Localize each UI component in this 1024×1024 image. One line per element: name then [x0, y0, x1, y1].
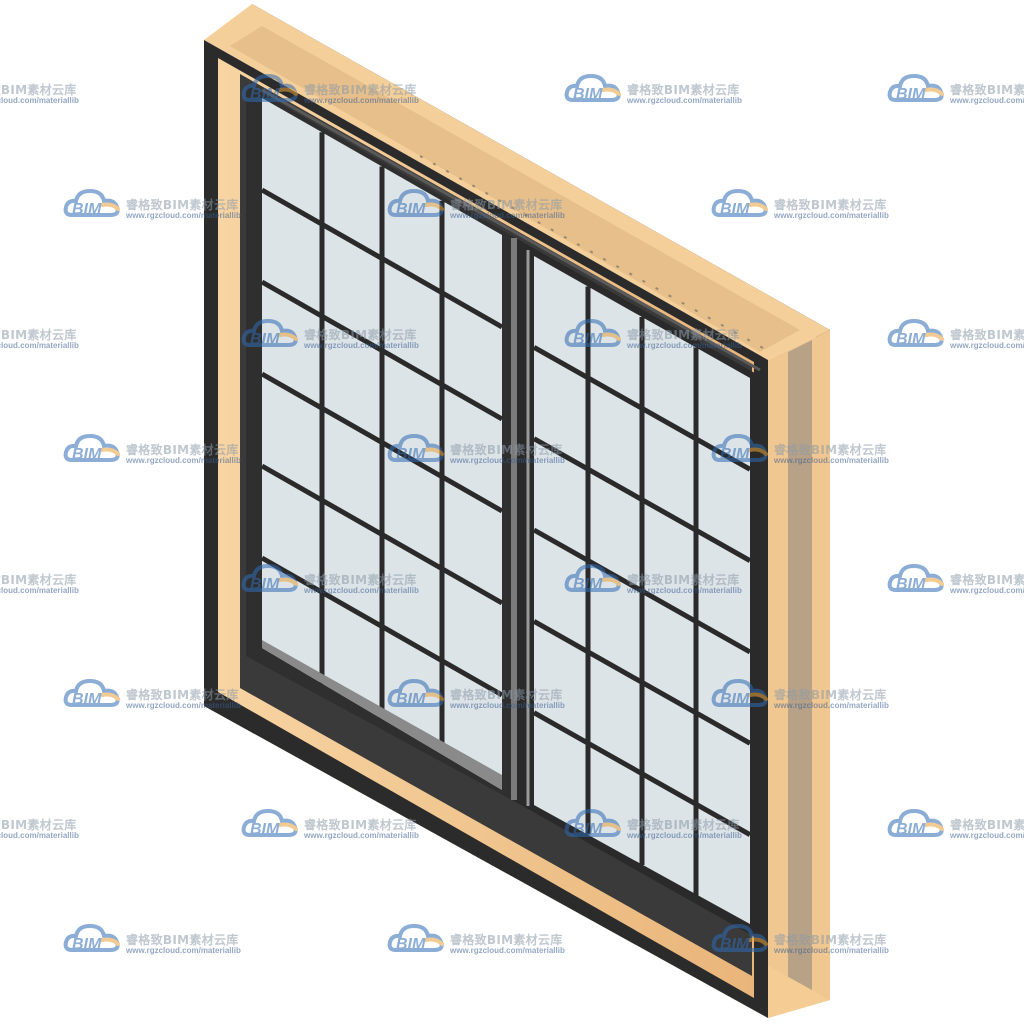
muntin-horizontal — [260, 187, 504, 330]
muntin-horizontal — [260, 463, 504, 606]
muntin-horizontal — [260, 555, 504, 698]
muntin-horizontal — [532, 436, 752, 563]
left-sash — [246, 84, 512, 800]
muntin-horizontal — [260, 371, 504, 514]
muntin-horizontal — [532, 619, 752, 746]
muntin-horizontal — [260, 279, 504, 422]
muntin-horizontal — [532, 710, 752, 837]
muntin-horizontal — [532, 527, 752, 655]
right-sash — [511, 236, 760, 940]
